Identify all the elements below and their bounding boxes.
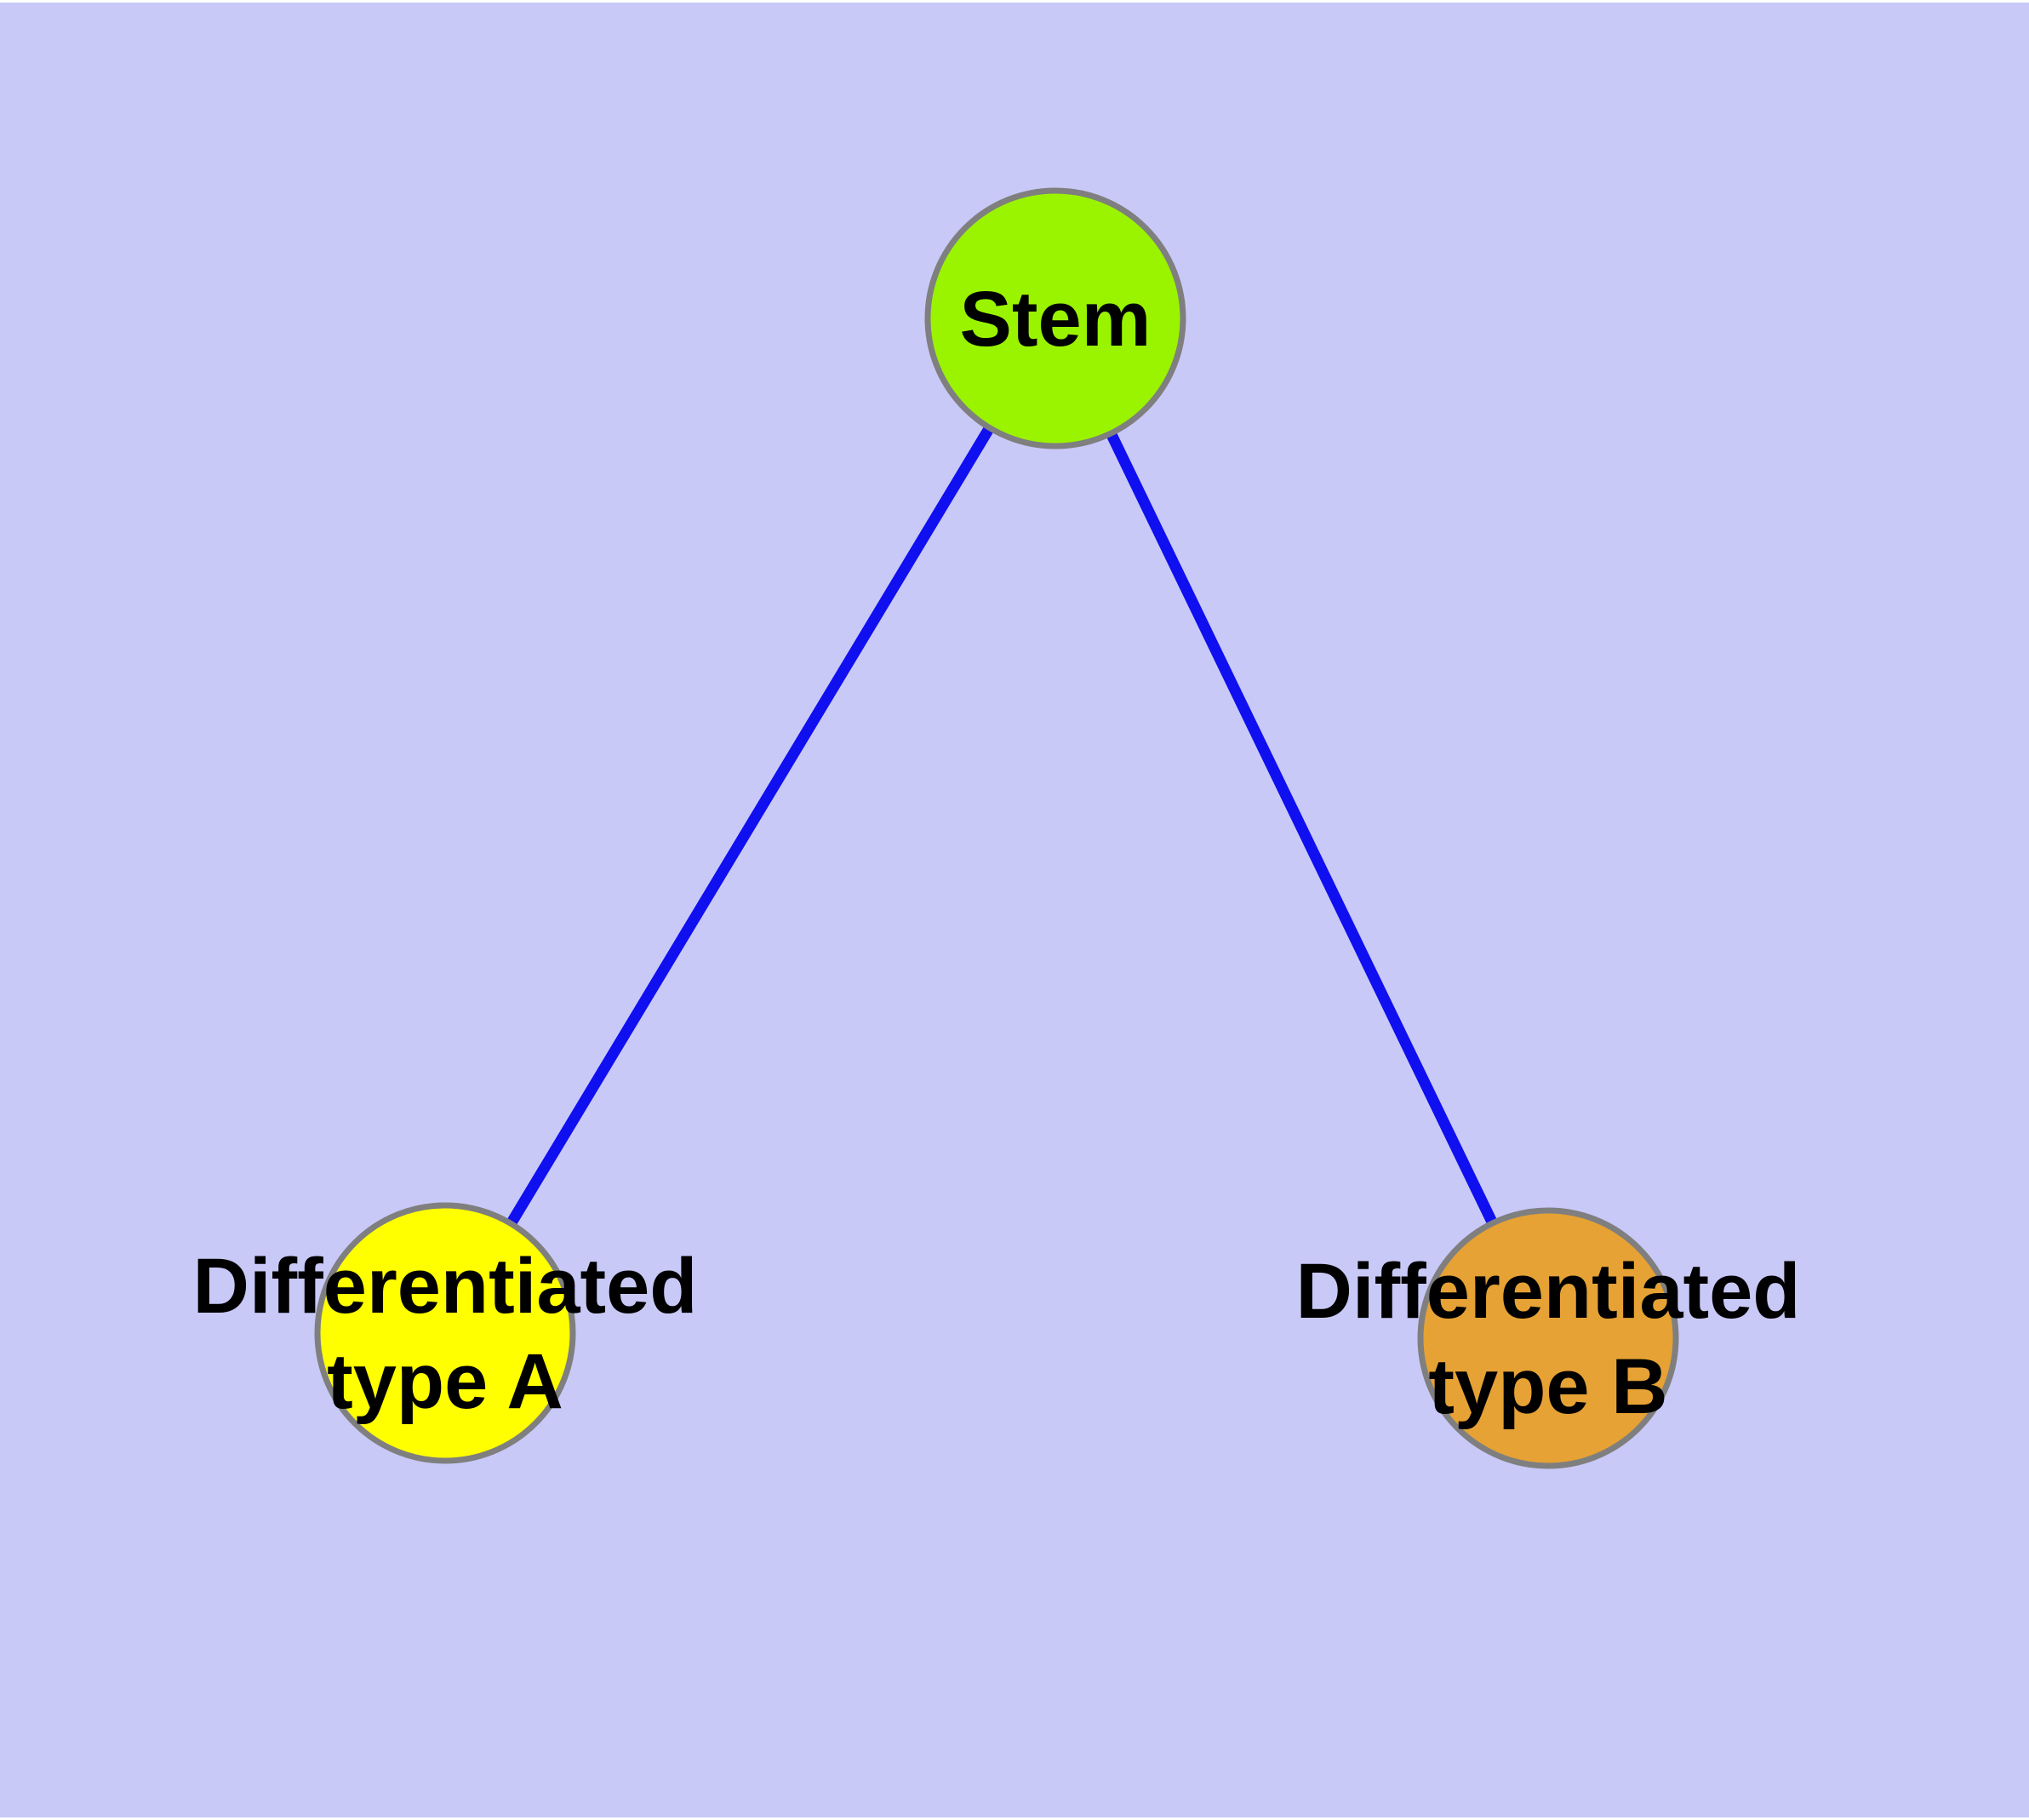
node-differentiated-type-b-label-line2: type B xyxy=(1428,1343,1667,1430)
node-differentiated-type-b-label-line1: Differentiated xyxy=(1296,1248,1801,1335)
node-layer xyxy=(314,187,1679,1469)
node-stem xyxy=(924,187,1186,449)
node-stem-label: Stem xyxy=(960,276,1152,363)
edge-stem-to-differentiated-type-b xyxy=(1050,316,1553,1341)
node-differentiated-type-b xyxy=(1417,1207,1679,1469)
node-differentiated-type-a xyxy=(314,1202,576,1464)
node-differentiated-type-a-label-line2: type A xyxy=(327,1338,563,1425)
edge-stem-to-differentiated-type-a xyxy=(440,315,1060,1336)
node-differentiated-type-a-label-line1: Differentiated xyxy=(193,1243,698,1330)
label-layer: Stem Differentiated type A Differentiate… xyxy=(193,276,1801,1430)
edge-layer xyxy=(440,315,1553,1341)
